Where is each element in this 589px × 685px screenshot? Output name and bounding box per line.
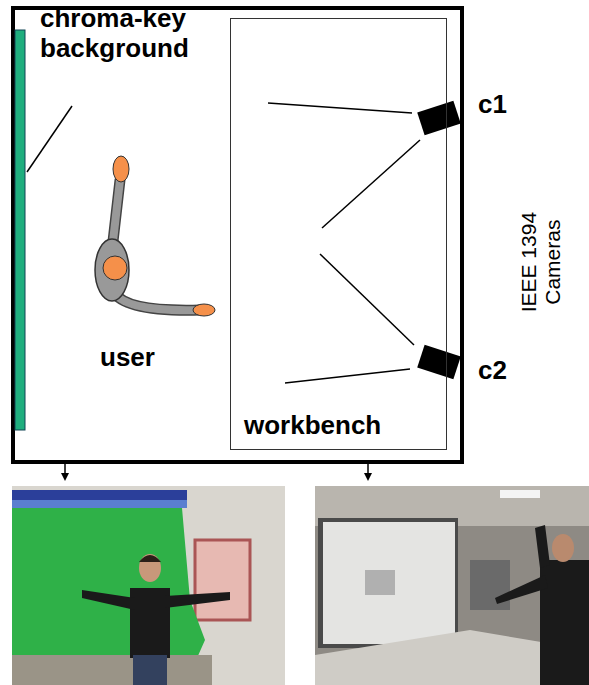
photo-arrows bbox=[61, 462, 372, 481]
camera-views bbox=[268, 103, 420, 383]
user-label: user bbox=[100, 343, 190, 373]
photo-workbench bbox=[315, 486, 589, 685]
camera-label: c2 bbox=[478, 356, 538, 386]
user-figure bbox=[95, 156, 215, 316]
camera-label: c1 bbox=[478, 90, 538, 120]
workbench-box: workbench bbox=[230, 18, 447, 450]
camera-c1 bbox=[417, 101, 461, 136]
camera-c2 bbox=[417, 345, 461, 380]
photo-chroma-key bbox=[12, 486, 285, 685]
chroma-band bbox=[15, 30, 25, 430]
node-title: workbench bbox=[244, 410, 381, 441]
axis-label: IEEE 1394 Cameras bbox=[517, 203, 565, 321]
leader-line bbox=[27, 106, 72, 172]
room-frame bbox=[13, 8, 462, 462]
chroma-label: chroma-key background bbox=[40, 4, 230, 64]
